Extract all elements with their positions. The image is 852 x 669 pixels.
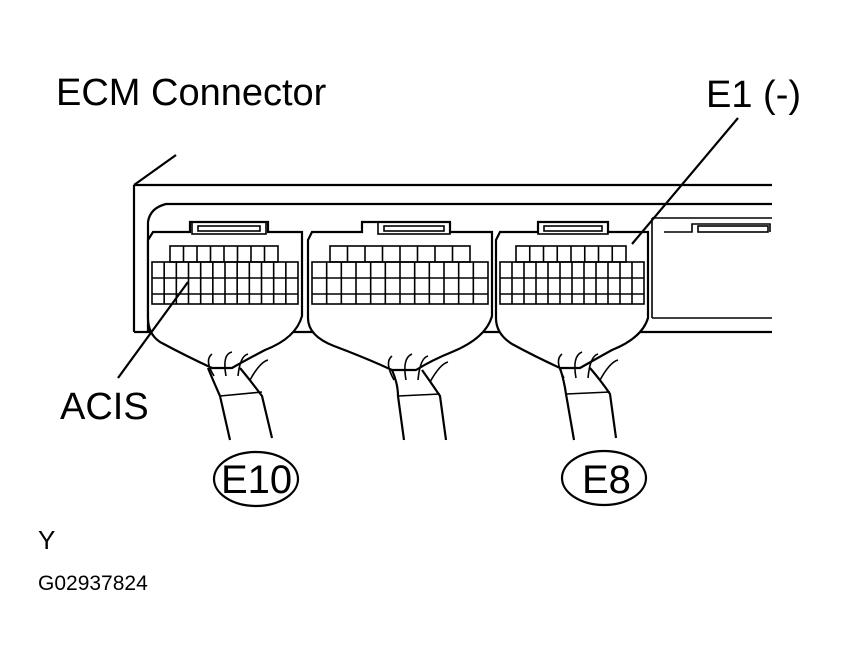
callout-e1-terminal: E1 (-)	[706, 74, 801, 116]
wire-harness-e8	[557, 351, 619, 441]
e8-ellipse	[560, 449, 648, 507]
callout-acis-terminal: ACIS	[60, 386, 149, 428]
connector-partial-right	[664, 223, 771, 233]
connector-e8-label: E8	[582, 458, 631, 502]
leader-acis	[117, 281, 189, 379]
view-letter: Y	[38, 525, 56, 555]
terminal-grid-e8	[499, 245, 645, 305]
terminal-grid-middle	[311, 245, 489, 305]
diagram-title: ECM Connector	[56, 72, 327, 114]
e10-ellipse	[212, 450, 300, 508]
terminal-grid-e10	[151, 245, 299, 305]
wire-harness-e10	[206, 351, 274, 441]
terminal-grids	[151, 245, 645, 305]
wire-harness-middle	[387, 353, 449, 441]
connector-e10-label: E10	[221, 458, 293, 502]
leader-e1	[631, 117, 739, 245]
figure-code: G02937824	[38, 572, 148, 595]
